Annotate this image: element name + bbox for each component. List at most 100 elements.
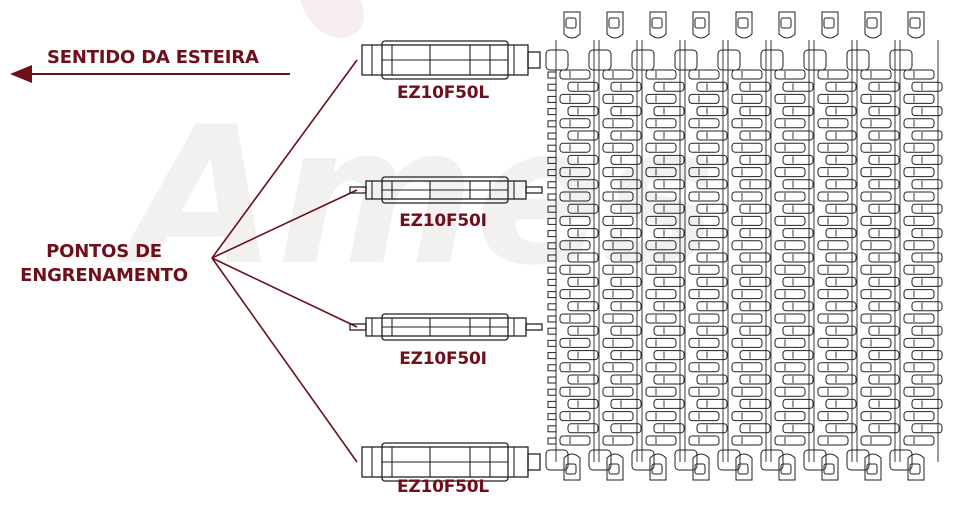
- belt-edge-link-top: [778, 11, 796, 39]
- belt-link: [860, 411, 892, 422]
- belt-link: [782, 276, 814, 287]
- belt-link: [774, 191, 806, 202]
- belt-link: [645, 313, 677, 324]
- belt-link: [653, 276, 685, 287]
- belt-link: [559, 215, 591, 226]
- sprocket-code-3: EZ10F50I: [399, 349, 487, 369]
- sprocket-code-4: EZ10F50L: [396, 477, 490, 497]
- belt-link: [645, 386, 677, 397]
- belt-cap-top: [631, 49, 655, 71]
- belt-edge-link-hole: [565, 17, 577, 29]
- belt-link: [739, 130, 771, 141]
- belt-link: [903, 118, 935, 129]
- belt-link: [860, 386, 892, 397]
- belt-link: [567, 398, 599, 409]
- belt-edge-link-hole: [737, 17, 749, 29]
- belt-link: [688, 93, 720, 104]
- belt-link: [731, 167, 763, 178]
- belt-link: [731, 69, 763, 80]
- belt-edge-link-hole: [608, 463, 620, 475]
- belt-edge-link-top: [606, 11, 624, 39]
- belt-cap-top: [545, 49, 569, 71]
- belt-link: [696, 398, 728, 409]
- sprocket-end-cap: [527, 453, 541, 471]
- belt-link: [645, 264, 677, 275]
- sprocket-3: [349, 313, 543, 341]
- sprocket-shaft-left: [349, 323, 367, 331]
- belt-link: [903, 240, 935, 251]
- belt-link: [868, 301, 900, 312]
- belt-edge-link-hole: [909, 463, 921, 475]
- belt-link: [559, 167, 591, 178]
- belt-link: [567, 423, 599, 434]
- sprocket-code-2: EZ10F50I: [399, 211, 487, 231]
- belt-link: [696, 228, 728, 239]
- belt-link: [825, 398, 857, 409]
- belt-link: [903, 264, 935, 275]
- belt-link: [739, 301, 771, 312]
- belt-link: [817, 240, 849, 251]
- belt-link: [774, 240, 806, 251]
- belt-edge-link-hole: [694, 17, 706, 29]
- belt-link: [739, 228, 771, 239]
- belt-link: [610, 423, 642, 434]
- belt-link: [911, 154, 943, 165]
- belt-row-stub: [547, 425, 557, 433]
- belt-link: [817, 167, 849, 178]
- belt-link: [903, 411, 935, 422]
- direction-arrow-head: [10, 65, 32, 83]
- belt-cap-bottom: [717, 449, 741, 471]
- belt-link: [696, 276, 728, 287]
- belt-link: [653, 350, 685, 361]
- belt-link: [602, 69, 634, 80]
- belt-link: [688, 142, 720, 153]
- belt-link: [567, 350, 599, 361]
- belt-cap-top: [588, 49, 612, 71]
- belt-link: [731, 93, 763, 104]
- belt-link: [731, 118, 763, 129]
- belt-edge-link-bottom: [692, 453, 710, 481]
- belt-link: [868, 325, 900, 336]
- sprocket-1: [361, 40, 541, 80]
- belt-link: [782, 423, 814, 434]
- belt-link: [825, 276, 857, 287]
- belt-link: [860, 69, 892, 80]
- belt-link: [688, 435, 720, 446]
- belt-link: [782, 130, 814, 141]
- belt-cap-top: [717, 49, 741, 71]
- belt-link: [782, 398, 814, 409]
- belt-cap-bottom: [674, 449, 698, 471]
- belt-row-stub: [547, 327, 557, 335]
- belt-link: [731, 337, 763, 348]
- belt-link: [825, 325, 857, 336]
- belt-link: [688, 313, 720, 324]
- belt-edge-link-hole: [651, 463, 663, 475]
- belt-edge-link-top: [907, 11, 925, 39]
- belt-link: [653, 154, 685, 165]
- belt-link: [602, 411, 634, 422]
- belt-link: [868, 350, 900, 361]
- belt-link: [739, 374, 771, 385]
- belt-link: [567, 276, 599, 287]
- belt-link: [696, 203, 728, 214]
- belt-link: [696, 350, 728, 361]
- belt-link: [559, 69, 591, 80]
- sprocket-code-1: EZ10F50L: [396, 83, 490, 103]
- belt-link: [860, 191, 892, 202]
- belt-link: [559, 264, 591, 275]
- belt-link: [825, 154, 857, 165]
- belt-cap-bottom: [545, 449, 569, 471]
- belt-link: [645, 93, 677, 104]
- belt-link: [782, 179, 814, 190]
- belt-cap-top: [674, 49, 698, 71]
- belt-link: [610, 276, 642, 287]
- belt-link: [903, 142, 935, 153]
- engagement-label: PONTOS DE ENGRENAMENTO: [4, 240, 204, 288]
- belt-link: [731, 289, 763, 300]
- belt-link: [688, 362, 720, 373]
- sprocket-2: [349, 176, 543, 204]
- belt-link: [731, 191, 763, 202]
- belt-link: [731, 313, 763, 324]
- belt-link: [688, 411, 720, 422]
